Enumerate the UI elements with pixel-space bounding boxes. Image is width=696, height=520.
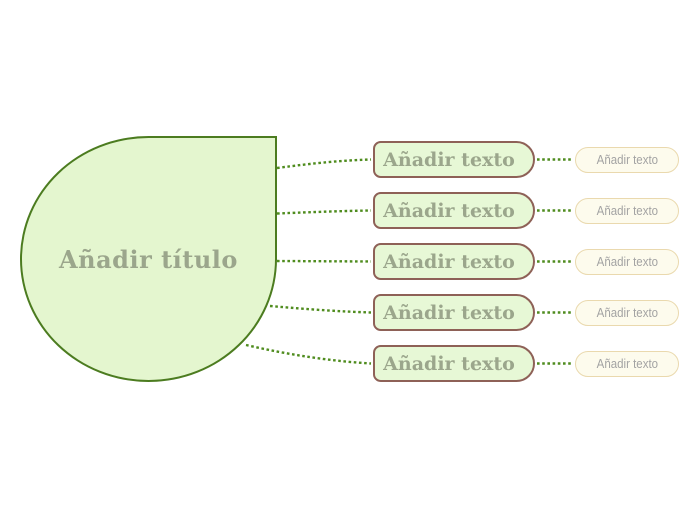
child-node-label: Añadir texto <box>596 203 658 218</box>
central-topic-node[interactable]: Añadir título <box>20 136 277 382</box>
child-node-5[interactable]: Añadir texto <box>575 350 679 377</box>
branch-node-2[interactable]: Añadir texto <box>373 192 535 229</box>
branch-node-3[interactable]: Añadir texto <box>373 243 535 280</box>
child-node-label: Añadir texto <box>596 356 658 371</box>
connector-central-branch-4 <box>269 304 372 314</box>
branch-node-label: Añadir texto <box>383 199 515 222</box>
child-node-label: Añadir texto <box>596 152 658 167</box>
branch-node-label: Añadir texto <box>383 352 515 375</box>
connector-central-branch-3 <box>276 259 372 263</box>
branch-node-label: Añadir texto <box>383 250 515 273</box>
branch-node-label: Añadir texto <box>383 148 515 171</box>
branch-node-4[interactable]: Añadir texto <box>373 294 535 331</box>
central-topic-label: Añadir título <box>59 244 238 274</box>
child-node-3[interactable]: Añadir texto <box>575 248 679 275</box>
connector-central-branch-5 <box>245 343 372 365</box>
branch-node-5[interactable]: Añadir texto <box>373 345 535 382</box>
connector-central-branch-1 <box>276 158 372 170</box>
child-node-1[interactable]: Añadir texto <box>575 146 679 173</box>
child-node-2[interactable]: Añadir texto <box>575 197 679 224</box>
child-node-label: Añadir texto <box>596 254 658 269</box>
child-node-4[interactable]: Añadir texto <box>575 299 679 326</box>
child-node-label: Añadir texto <box>596 305 658 320</box>
connector-central-branch-2 <box>276 209 372 215</box>
branch-node-label: Añadir texto <box>383 301 515 324</box>
branch-node-1[interactable]: Añadir texto <box>373 141 535 178</box>
